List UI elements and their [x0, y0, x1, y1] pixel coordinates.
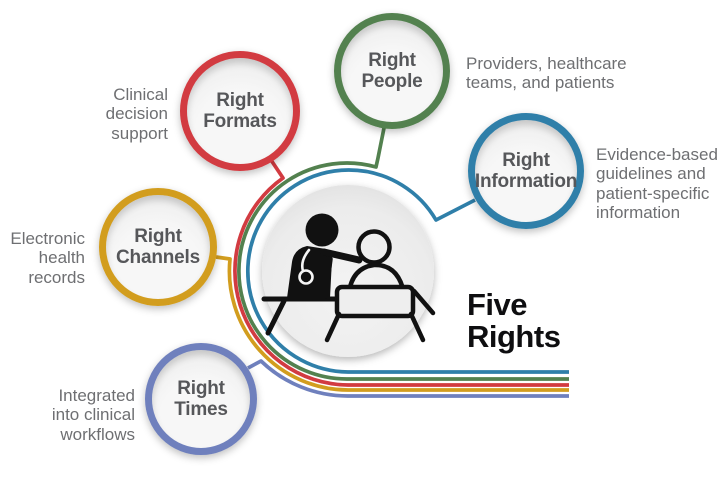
stethoscope-icon: [298, 269, 314, 285]
patient-table-left-leg: [324, 311, 342, 343]
node-right-formats: Right Formats: [180, 51, 300, 171]
node-right-information-label: Right Information: [474, 149, 578, 192]
patient-head: [356, 229, 392, 265]
center-circle: [262, 185, 434, 357]
node-right-channels: Right Channels: [99, 188, 217, 306]
patient-body: [346, 262, 407, 296]
swoosh-right-times: [247, 359, 569, 398]
doctor-desk-leg: [265, 298, 287, 336]
node-right-information: Right Information: [468, 113, 584, 229]
diagram-title-line2: Rights: [467, 318, 561, 354]
node-right-times: Right Times: [145, 343, 257, 455]
swoosh-right-people: [237, 127, 569, 381]
swoosh-right-formats: [233, 158, 569, 387]
node-right-people: Right People: [334, 13, 450, 129]
swoosh-lines: [215, 127, 569, 398]
doctor-arm: [320, 248, 363, 264]
clinician-patient-icon: [261, 213, 436, 343]
node-right-formats-label: Right Formats: [203, 89, 277, 132]
node-right-times-label: Right Times: [174, 377, 228, 420]
node-right-channels-label: Right Channels: [116, 225, 200, 268]
caption-right-channels: Electronic health records: [10, 229, 85, 287]
doctor-head: [305, 213, 339, 247]
diagram-title-line1: Five: [467, 287, 528, 322]
patient-table-right-leg: [408, 311, 426, 343]
caption-right-people: Providers, healthcare teams, and patient…: [466, 54, 627, 93]
swoosh-right-information: [245, 168, 569, 374]
caption-right-times: Integrated into clinical workflows: [51, 386, 135, 444]
caption-right-information: Evidence-based guidelines and patient-sp…: [596, 145, 718, 223]
swoosh-right-channels: [215, 255, 569, 392]
caption-right-formats: Clinical decision support: [105, 85, 168, 143]
diagram-title: Five Rights: [467, 287, 561, 354]
patient-chair-support: [411, 288, 436, 316]
stethoscope-tube-icon: [300, 248, 311, 273]
patient-table: [334, 284, 416, 319]
node-right-people-label: Right People: [361, 49, 423, 92]
